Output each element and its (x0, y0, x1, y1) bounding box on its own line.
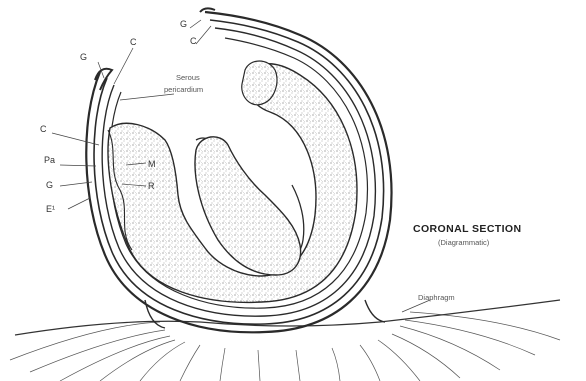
label-c-top: C (130, 37, 137, 47)
label-r: R (148, 181, 155, 191)
label-c-left: C (40, 124, 47, 134)
label-diaphragm: Diaphragm (418, 293, 455, 302)
label-serous-1: Serous (176, 73, 200, 82)
caption: CORONAL SECTION (Diagrammatic) (413, 223, 521, 247)
label-g-top-right: G (180, 19, 187, 29)
label-g-left2: G (46, 180, 53, 190)
label-pa: Pa (44, 155, 55, 165)
label-c-top-right: C (190, 36, 197, 46)
label-e1: E¹ (46, 204, 55, 214)
caption-subtitle: (Diagrammatic) (438, 238, 490, 247)
label-g-left: G (80, 52, 87, 62)
caption-title: CORONAL SECTION (413, 223, 521, 235)
label-serous-2: pericardium (164, 85, 203, 94)
label-m: M (148, 159, 156, 169)
